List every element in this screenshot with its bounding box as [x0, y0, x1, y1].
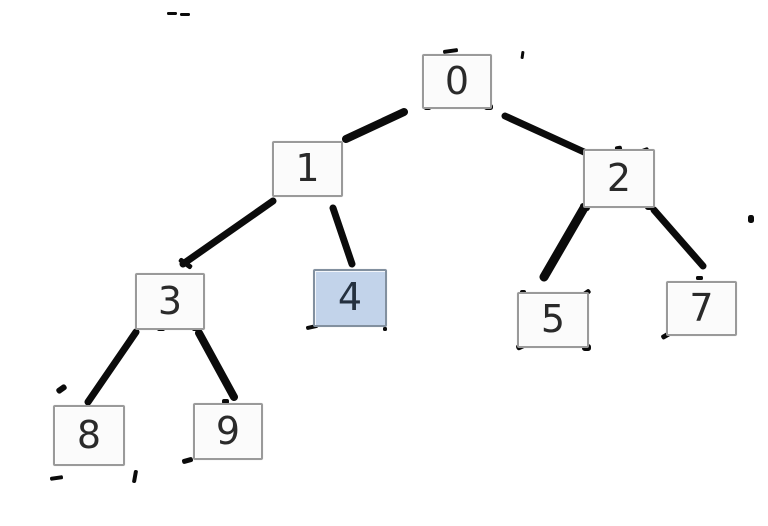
tree-node-label: 0 — [444, 58, 470, 103]
tree-edge-0-2 — [501, 112, 588, 156]
tree-edge-2-7 — [650, 206, 707, 270]
tree-node-5: 5 — [517, 292, 589, 348]
stray-mark-25 — [49, 475, 64, 481]
tree-node-9: 9 — [193, 403, 263, 460]
stray-mark-22 — [56, 384, 67, 394]
tree-node-label: 7 — [689, 285, 714, 330]
stray-mark-26 — [132, 470, 138, 483]
tree-node-8: 8 — [53, 405, 125, 466]
tree-node-label: 5 — [540, 297, 566, 341]
stray-mark-2 — [520, 50, 525, 60]
tree-node-label: 1 — [295, 146, 320, 190]
tree-node-label: 8 — [76, 412, 102, 457]
stray-mark-20 — [696, 276, 703, 280]
stray-mark-4 — [443, 48, 458, 54]
tree-edge-1-4 — [329, 204, 356, 268]
stray-mark-15 — [383, 327, 387, 331]
stray-mark-1 — [180, 13, 190, 16]
tree-edge-3-8 — [84, 328, 140, 406]
tree-node-0: 0 — [422, 54, 492, 109]
tree-edge-1-3 — [179, 197, 277, 268]
tree-node-label: 3 — [157, 278, 183, 323]
tree-node-3: 3 — [135, 273, 205, 330]
tree-node-7: 7 — [666, 281, 737, 336]
stray-mark-3 — [748, 215, 754, 223]
tree-edge-2-5 — [539, 203, 589, 282]
tree-edge-0-1 — [342, 108, 408, 143]
tree-node-label: 9 — [215, 408, 241, 453]
stray-mark-28 — [181, 457, 194, 464]
tree-node-4-highlighted: 4 — [313, 269, 387, 327]
stray-mark-27 — [222, 399, 229, 404]
stray-mark-13 — [178, 257, 193, 270]
tree-node-label: 2 — [606, 155, 632, 200]
tree-edge-3-9 — [195, 329, 238, 401]
tree-node-2: 2 — [583, 149, 655, 208]
tree-node-label: 4 — [337, 275, 363, 319]
tree-node-1: 1 — [272, 141, 343, 197]
stray-mark-0 — [167, 12, 177, 15]
